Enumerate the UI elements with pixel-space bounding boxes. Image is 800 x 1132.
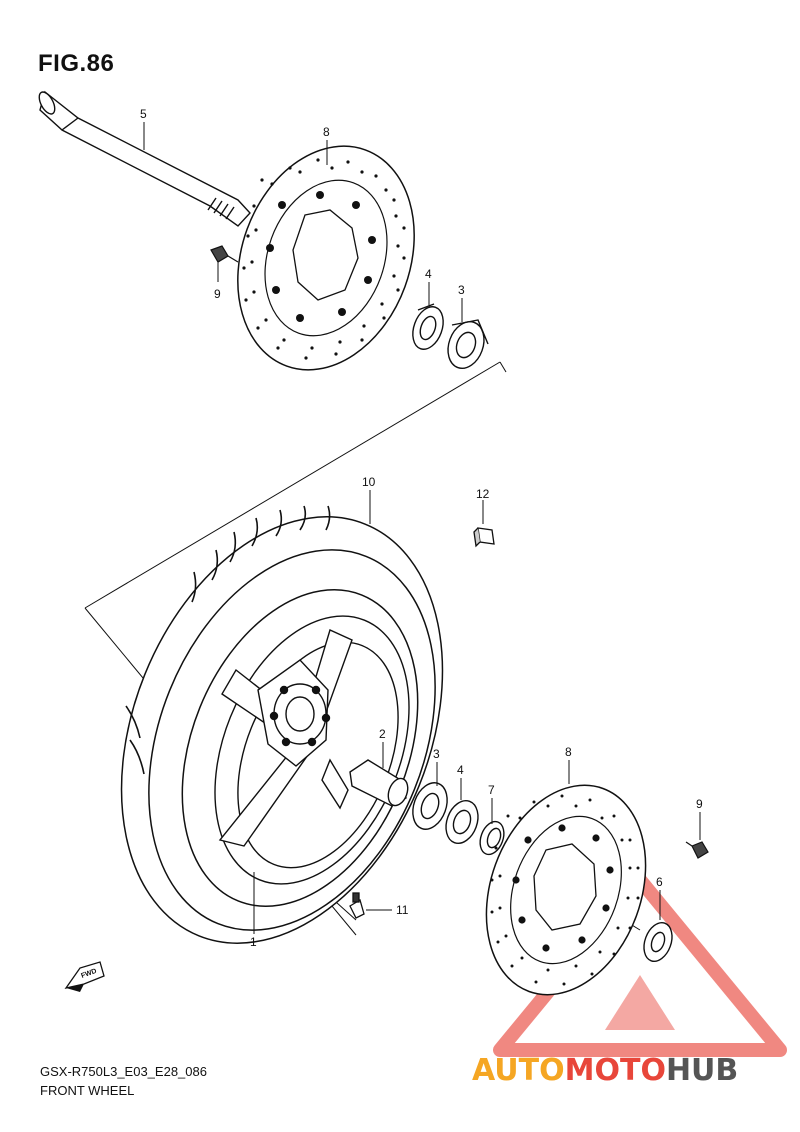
callouts: 5 8 9 4 3 10 12 2 3 4 7 8 9 6 11 1 bbox=[140, 107, 703, 949]
bearing-upper bbox=[447, 319, 489, 369]
callout-11: 11 bbox=[396, 903, 409, 917]
spacer-right bbox=[643, 921, 673, 963]
callout-9-upper: 9 bbox=[214, 287, 221, 301]
oil-seal-lower bbox=[445, 799, 479, 845]
callout-12: 12 bbox=[476, 487, 490, 501]
wheel-spacer bbox=[349, 759, 409, 807]
brake-disc-lower bbox=[485, 784, 647, 996]
disc-bolt-lower bbox=[685, 841, 709, 859]
collar bbox=[479, 820, 505, 856]
disc-bolt-upper bbox=[210, 245, 239, 263]
brake-disc-upper bbox=[237, 145, 415, 371]
balancer-weight bbox=[473, 527, 495, 548]
callout-6: 6 bbox=[656, 875, 663, 889]
callout-8-upper: 8 bbox=[323, 125, 330, 139]
callout-4-upper: 4 bbox=[425, 267, 432, 281]
watermark-logo: AUTOMOTOHUB bbox=[472, 1053, 738, 1088]
callout-1: 1 bbox=[250, 935, 257, 949]
callout-5: 5 bbox=[140, 107, 147, 121]
model-code: GSX-R750L3_E03_E28_086 bbox=[40, 1064, 207, 1079]
watermark-part-hub: HUB bbox=[666, 1053, 738, 1088]
oil-seal-upper bbox=[412, 303, 444, 350]
tire-valve bbox=[349, 892, 365, 919]
leader-lines bbox=[143, 122, 701, 934]
figure-title: FIG.86 bbox=[38, 50, 115, 77]
callout-2: 2 bbox=[379, 727, 386, 741]
fwd-arrow-badge: FWD bbox=[64, 961, 105, 992]
wheel-rim bbox=[214, 615, 410, 885]
watermark-part-auto: AUTO bbox=[472, 1053, 565, 1088]
svg-text:AUTOMOTOHUB: AUTOMOTOHUB bbox=[472, 1053, 738, 1088]
callout-9-lower: 9 bbox=[696, 797, 703, 811]
callout-7: 7 bbox=[488, 783, 495, 797]
callout-8-lower: 8 bbox=[565, 745, 572, 759]
bearing-lower bbox=[412, 782, 448, 830]
watermark-part-moto: MOTO bbox=[565, 1053, 666, 1088]
callout-4-lower: 4 bbox=[457, 763, 464, 777]
callout-3-upper: 3 bbox=[458, 283, 465, 297]
callout-10: 10 bbox=[362, 475, 376, 489]
front-axle bbox=[38, 90, 251, 227]
figure-name: FRONT WHEEL bbox=[40, 1083, 135, 1098]
callout-3-lower: 3 bbox=[433, 747, 440, 761]
